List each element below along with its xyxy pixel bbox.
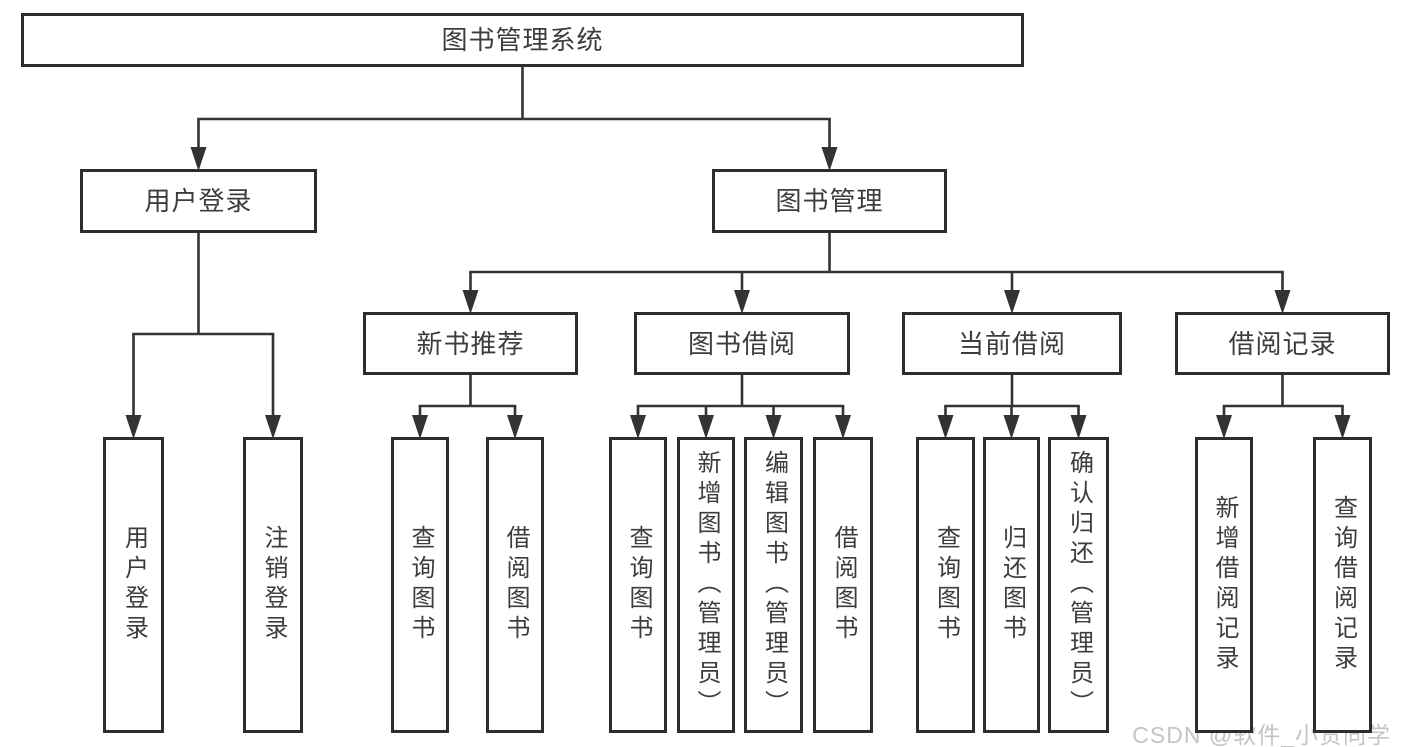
arrowhead-down-icon: [1274, 290, 1291, 314]
diagram-node-rc2: 查询借阅记录: [1313, 437, 1372, 733]
diagram-node-label-root: 图书管理系统: [441, 25, 604, 55]
diagram-node-bw4: 借阅图书: [813, 437, 873, 733]
diagram-node-bw3: 编辑图书（管理员）: [744, 437, 803, 733]
arrowhead-down-icon: [1004, 290, 1020, 314]
diagram-node-newbook: 新书推荐: [363, 312, 578, 375]
diagram-node-login1: 用户登录: [103, 437, 164, 733]
diagram-node-cu1: 查询图书: [916, 437, 975, 733]
diagram-node-label-login: 用户登录: [144, 186, 253, 216]
diagram-node-label-login1: 用户登录: [120, 525, 148, 645]
diagram-node-label-cu1: 查询图书: [932, 525, 960, 645]
diagram-node-label-bw2: 新增图书（管理员）: [693, 450, 720, 720]
arrowhead-down-icon: [698, 415, 714, 439]
arrowhead-down-icon: [125, 415, 142, 439]
diagram-node-label-nb1: 查询图书: [407, 525, 434, 645]
diagram-node-label-nb2: 借阅图书: [502, 525, 529, 645]
arrowhead-down-icon: [734, 290, 750, 314]
arrowhead-down-icon: [1216, 415, 1232, 439]
diagram-node-root: 图书管理系统: [21, 13, 1024, 67]
diagram-node-manage: 图书管理: [712, 169, 947, 233]
diagram-node-label-borrow: 图书借阅: [687, 328, 796, 359]
arrowhead-down-icon: [1334, 415, 1351, 439]
diagram-node-bw2: 新增图书（管理员）: [677, 437, 735, 733]
diagram-node-label-login2: 注销登录: [260, 525, 287, 645]
arrowhead-down-icon: [412, 415, 428, 439]
diagram-node-cu3: 确认归还（管理员）: [1048, 437, 1109, 733]
diagram-node-login: 用户登录: [80, 169, 317, 233]
arrowhead-down-icon: [190, 147, 207, 171]
arrowhead-down-icon: [821, 147, 838, 171]
diagram-node-label-cu2: 归还图书: [998, 525, 1026, 645]
arrowhead-down-icon: [630, 415, 646, 439]
diagram-node-label-current: 当前借阅: [957, 328, 1066, 359]
diagram-node-label-bw3: 编辑图书（管理员）: [760, 450, 788, 720]
diagram-node-bw1: 查询图书: [609, 437, 667, 733]
diagram-node-label-bw1: 查询图书: [625, 525, 652, 645]
diagram-node-nb2: 借阅图书: [486, 437, 544, 733]
diagram-node-borrow: 图书借阅: [634, 312, 850, 375]
arrowhead-down-icon: [835, 415, 851, 439]
arrowhead-down-icon: [1003, 415, 1020, 439]
diagram-node-label-record: 借阅记录: [1228, 328, 1337, 359]
diagram-node-record: 借阅记录: [1175, 312, 1390, 375]
diagram-node-label-cu3: 确认归还（管理员）: [1065, 450, 1093, 720]
diagram-node-label-bw4: 借阅图书: [830, 525, 857, 645]
diagram-node-cu2: 归还图书: [983, 437, 1040, 733]
arrowhead-down-icon: [265, 415, 281, 439]
diagram-node-nb1: 查询图书: [391, 437, 449, 733]
arrowhead-down-icon: [765, 415, 782, 439]
diagram-node-current: 当前借阅: [902, 312, 1122, 375]
diagram-node-login2: 注销登录: [243, 437, 303, 733]
diagram-node-label-rc2: 查询借阅记录: [1329, 495, 1357, 675]
arrowhead-down-icon: [1070, 415, 1087, 439]
diagram-node-label-manage: 图书管理: [775, 186, 884, 216]
diagram-node-rc1: 新增借阅记录: [1195, 437, 1253, 733]
diagram-node-label-rc1: 新增借阅记录: [1211, 495, 1238, 675]
arrowhead-down-icon: [937, 415, 954, 439]
arrowhead-down-icon: [507, 415, 523, 439]
arrowhead-down-icon: [462, 290, 479, 314]
diagram-node-label-newbook: 新书推荐: [416, 328, 525, 359]
